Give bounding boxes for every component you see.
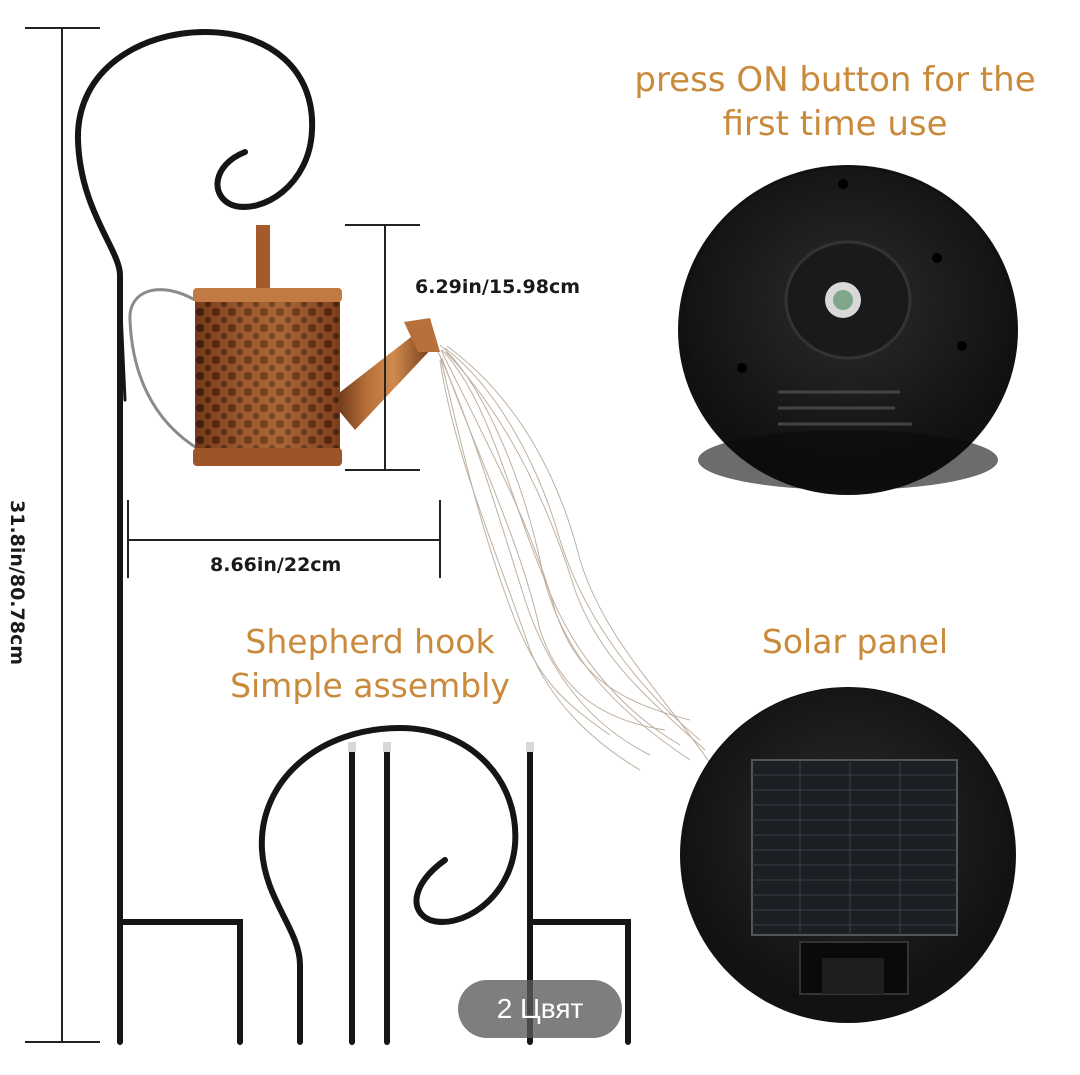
rod-tips <box>348 742 534 752</box>
can-width-dimension-line <box>127 500 441 578</box>
instruction-text: press ON button for the first time use <box>600 58 1070 146</box>
instruction-line-1: press ON button for the <box>634 60 1036 100</box>
can-width-dimension: 8.66in/22cm <box>210 554 342 576</box>
solar-panel-label: Solar panel <box>761 622 949 661</box>
variant-count-badge[interactable]: 2 Цвят <box>458 980 622 1038</box>
can-height-dimension-line <box>345 224 420 471</box>
total-height-dimension-line <box>25 27 100 1043</box>
solar-light-disc-icon <box>678 165 1018 495</box>
solar-panel-icon <box>680 687 1016 1023</box>
shepherd-hook-label-line-1: Shepherd hook <box>245 622 495 661</box>
instruction-line-2: first time use <box>722 104 948 144</box>
fairy-light-wires <box>437 344 716 771</box>
shepherd-hook-label: Shepherd hook Simple assembly <box>205 620 535 708</box>
hook-parts-icon <box>258 724 631 1045</box>
can-height-dimension: 6.29in/15.98cm <box>415 276 581 298</box>
total-height-dimension: 31.8in/80.78cm <box>6 500 28 666</box>
shepherd-hook-label-line-2: Simple assembly <box>230 666 510 705</box>
watering-can-icon <box>128 225 440 466</box>
shepherd-hook-icon <box>74 28 316 1045</box>
